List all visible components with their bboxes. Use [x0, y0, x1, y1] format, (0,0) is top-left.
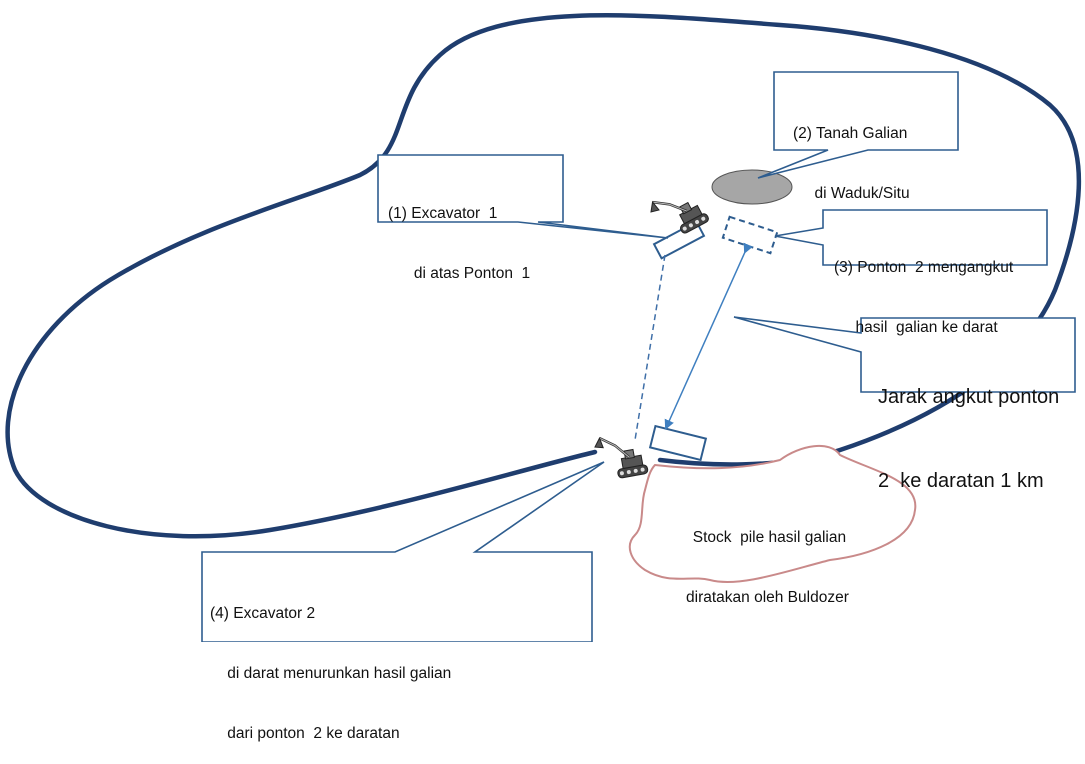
- callout-jarak-text: Jarak angkut ponton 2 ke daratan 1 km: [878, 327, 1059, 523]
- callout3-line1: (3) Ponton 2 mengangkut: [834, 259, 1014, 276]
- diagram-canvas: [5, 13, 1082, 642]
- dashed-travel-path: [634, 254, 666, 441]
- callout4-line2: di darat menurunkan hasil galian: [210, 665, 452, 682]
- pontoon2-dashed: [721, 215, 779, 255]
- callout3-box: [774, 209, 1048, 266]
- callout-jarak-line1: Jarak angkut ponton: [878, 386, 1060, 408]
- callout1-box: [377, 154, 669, 239]
- stockpile-area: [628, 444, 917, 583]
- stockpile-line2: diratakan oleh Buldozer: [686, 589, 849, 606]
- callout3-text: (3) Ponton 2 mengangkut hasil galian ke …: [834, 218, 1013, 358]
- callout4-line1: (4) Excavator 2: [210, 605, 316, 622]
- callout1-line2: di atas Ponton 1: [388, 265, 531, 282]
- callout2-box: [757, 71, 959, 179]
- callout1-text: (1) Excavator 1 di atas Ponton 1: [388, 164, 530, 304]
- callout-jarak-line2: 2 ke daratan 1 km: [878, 470, 1044, 492]
- callout4-box: [201, 461, 605, 642]
- pontoon2-shore: [648, 424, 708, 462]
- callout3-line2: hasil galian ke darat: [834, 319, 998, 336]
- callout1-line1: (1) Excavator 1: [388, 205, 498, 222]
- stockpile-text: Stock pile hasil galian diratakan oleh B…: [686, 488, 849, 628]
- stockpile-line1: Stock pile hasil galian: [692, 529, 847, 546]
- callout2-text: (2) Tanah Galian di Waduk/Situ: [793, 84, 910, 224]
- callout2-line1: (2) Tanah Galian: [793, 125, 908, 142]
- excavated-soil-ellipse: [711, 169, 793, 205]
- callout2-line2: di Waduk/Situ: [793, 185, 910, 202]
- callout4-text: (4) Excavator 2 di darat menurunkan hasi…: [210, 564, 451, 764]
- transport-arrow: [664, 242, 753, 430]
- callout4-line3: dari ponton 2 ke daratan: [210, 725, 400, 742]
- callout-jarak-box: [733, 316, 1076, 393]
- excavator2-icon: [592, 429, 650, 483]
